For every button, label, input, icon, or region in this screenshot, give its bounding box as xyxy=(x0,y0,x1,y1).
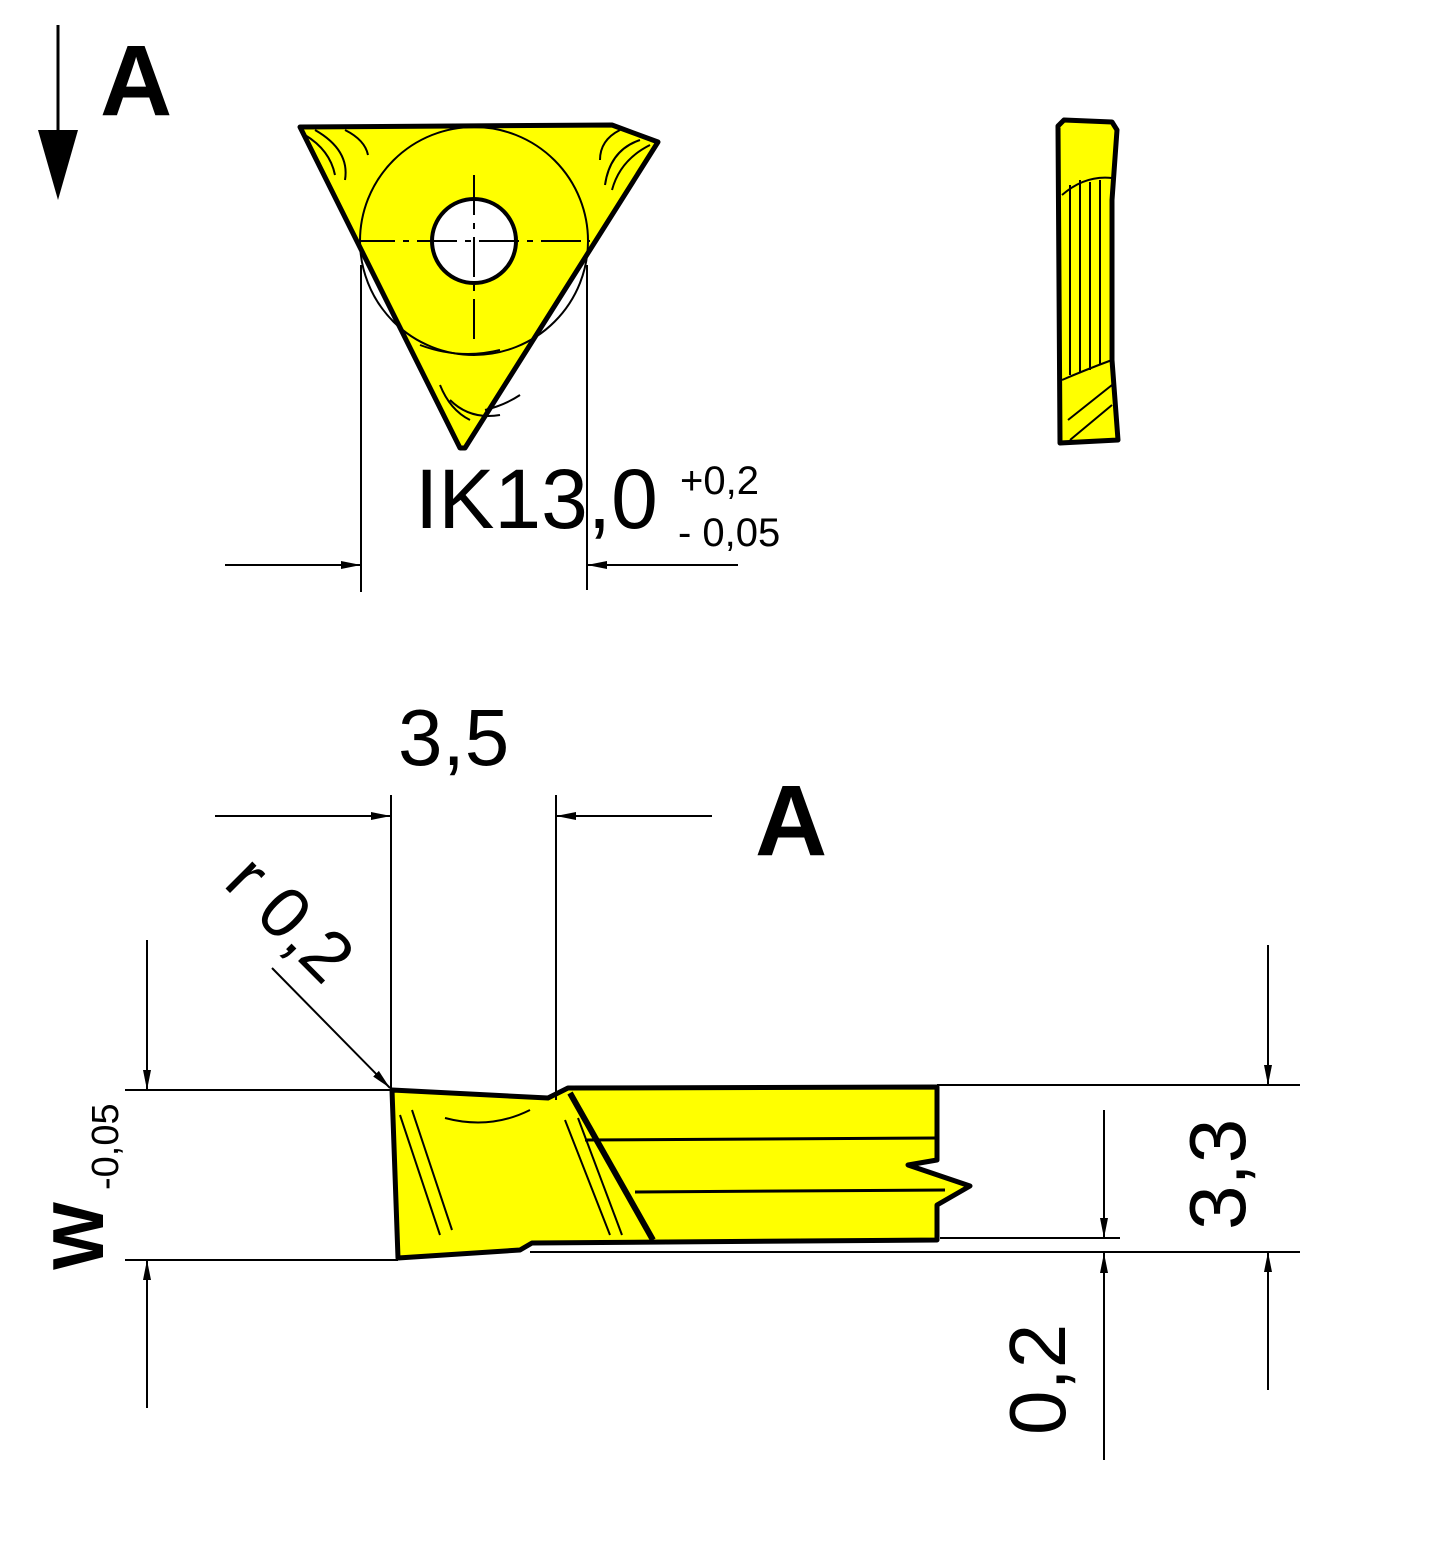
insert-side-view xyxy=(1055,117,1121,446)
radius-label: r 0,2 xyxy=(211,840,369,998)
width-label: 3,5 xyxy=(398,693,509,782)
ik-lower-tolerance: - 0,05 xyxy=(678,511,780,555)
offset-dimension xyxy=(940,1110,1120,1460)
ik-dimension xyxy=(225,265,738,592)
w-dimension xyxy=(125,940,398,1408)
section-label-bottom: A xyxy=(755,765,827,877)
height-dimension xyxy=(530,945,1300,1390)
w-label: W xyxy=(39,1202,119,1270)
triangle-insert-top-view xyxy=(297,122,661,451)
width-dimension xyxy=(215,795,712,1100)
insert-section-view xyxy=(389,1084,973,1261)
section-arrow-top xyxy=(38,25,78,200)
w-tolerance: -0,05 xyxy=(85,1103,127,1190)
ik-value-label: IK13,0 xyxy=(415,452,658,546)
height-label: 3,3 xyxy=(1173,1119,1262,1230)
section-label-top: A xyxy=(100,25,172,137)
offset-label: 0,2 xyxy=(993,1324,1082,1435)
ik-upper-tolerance: +0,2 xyxy=(680,459,759,503)
radius-leader xyxy=(271,967,391,1089)
